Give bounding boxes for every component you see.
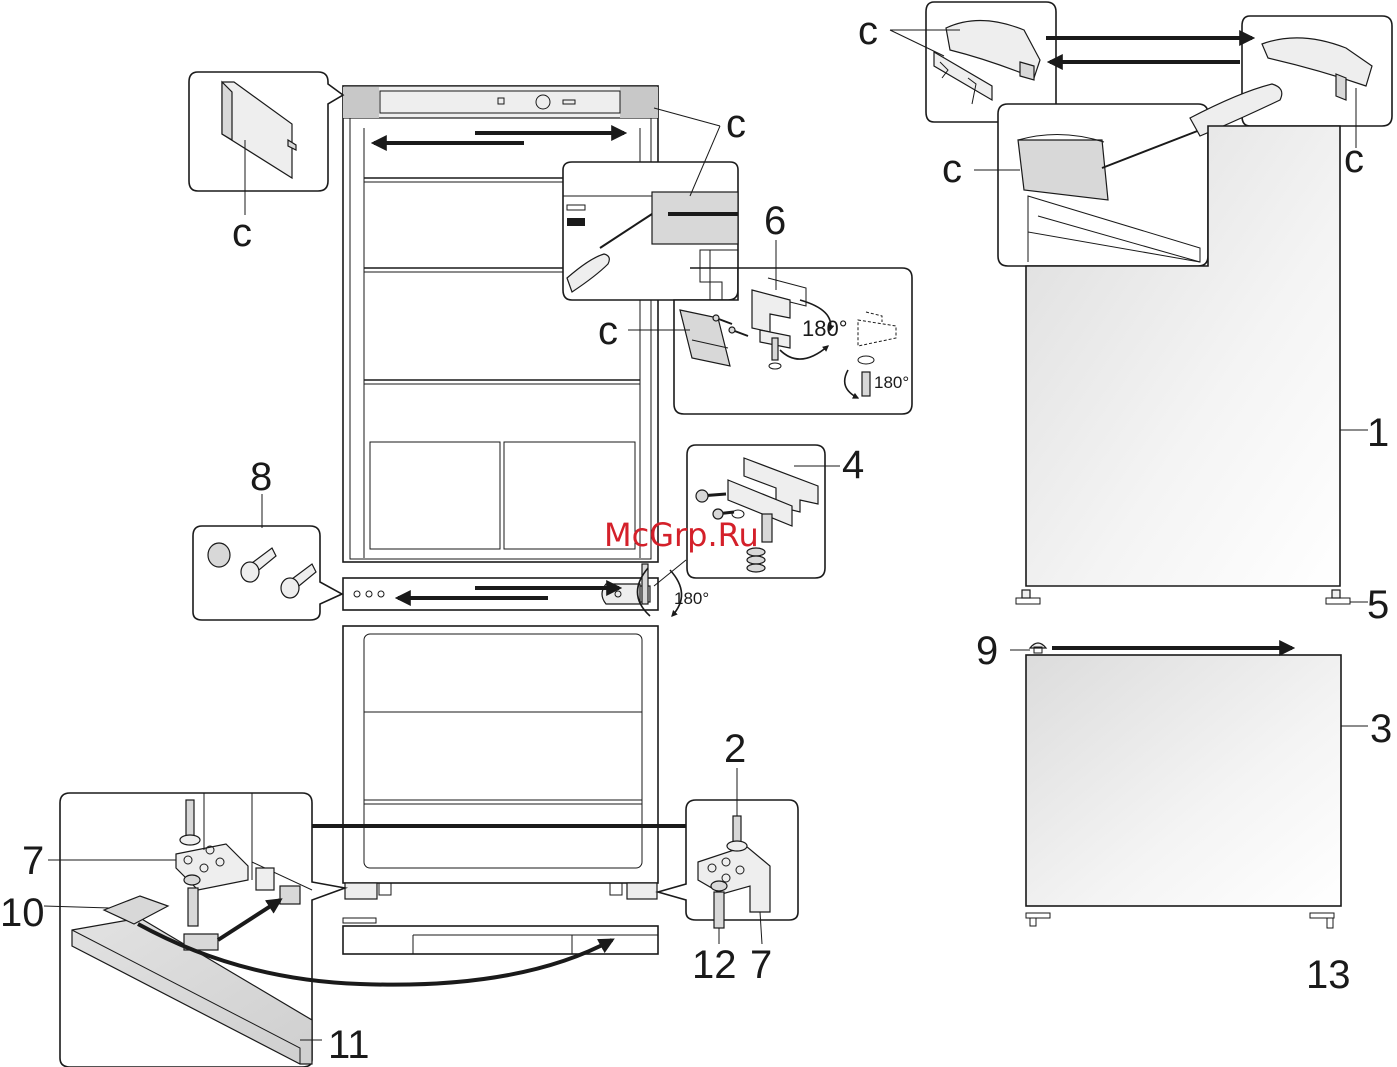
label-9: 9 bbox=[976, 629, 998, 673]
label-2: 2 bbox=[724, 727, 746, 771]
callout-plugs bbox=[193, 494, 342, 620]
label-12: 12 bbox=[692, 943, 737, 987]
callout-bottom-hinge-right bbox=[658, 768, 798, 944]
label-c-door-cap: c bbox=[858, 9, 878, 53]
label-7-right: 7 bbox=[750, 943, 772, 987]
watermark: McGrp.Ru bbox=[604, 516, 759, 554]
label-1: 1 bbox=[1367, 411, 1389, 455]
label-rotation-hinge: 180° bbox=[802, 316, 848, 341]
label-10: 10 bbox=[0, 891, 45, 935]
label-13: 13 bbox=[1306, 953, 1351, 997]
label-5: 5 bbox=[1367, 583, 1389, 627]
label-11: 11 bbox=[328, 1023, 370, 1067]
callout-top-cover bbox=[189, 72, 343, 215]
label-c-top-left: c bbox=[232, 211, 252, 255]
label-rotation-pin: 180° bbox=[874, 373, 909, 392]
label-6: 6 bbox=[764, 199, 786, 243]
label-4: 4 bbox=[842, 443, 864, 487]
label-c-cabinet-top: c bbox=[726, 102, 746, 146]
label-3: 3 bbox=[1370, 707, 1392, 751]
label-rotation-middle: 180° bbox=[674, 589, 709, 608]
label-c-hinge-cover: c bbox=[598, 309, 618, 353]
cap-arrows bbox=[1046, 38, 1252, 62]
callout-screwdriver-cover bbox=[563, 162, 738, 300]
label-c-door-right: c bbox=[1344, 137, 1364, 181]
lower-door bbox=[1010, 643, 1368, 928]
label-7-left: 7 bbox=[22, 839, 44, 883]
label-c-door-screwdriver: c bbox=[942, 147, 962, 191]
label-8: 8 bbox=[250, 455, 272, 499]
